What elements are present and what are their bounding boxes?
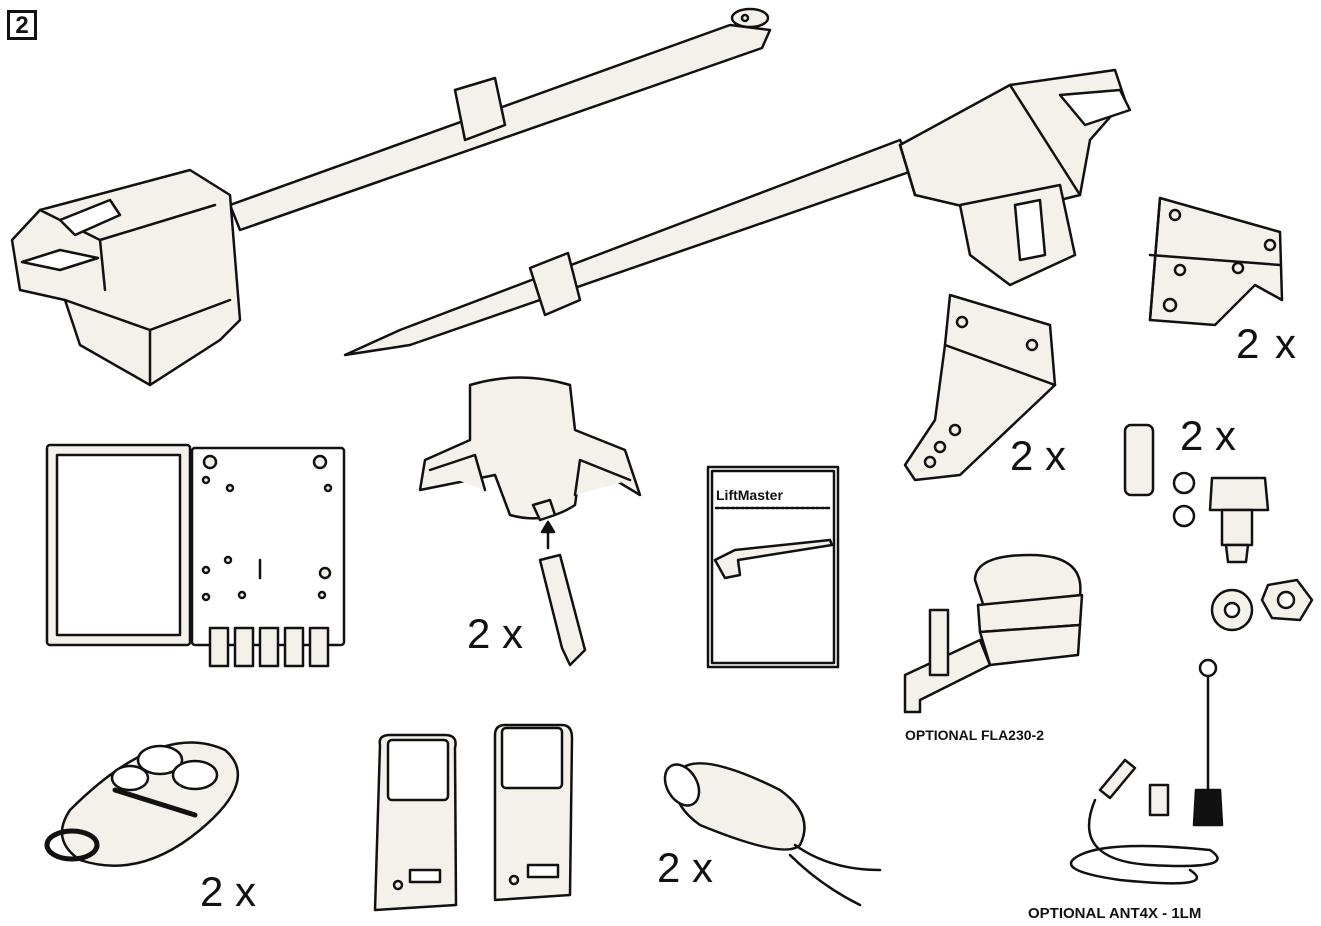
mounting-bracket-icon — [903, 293, 1057, 482]
control-box-icon — [45, 443, 346, 668]
qty-label-hardware: 2 x — [1180, 412, 1236, 459]
qty-label-mounting-bracket: 2 x — [1010, 432, 1066, 479]
warning-light-icon — [903, 553, 1084, 714]
photocell-icon — [373, 723, 574, 912]
qty-label-release-key: 2 x — [467, 610, 523, 657]
instruction-manual-icon: LiftMaster — [706, 465, 840, 669]
optional-antenna-label: OPTIONAL ANT4X - 1LM — [1028, 905, 1201, 922]
operator-arm-right-icon — [343, 68, 1132, 357]
operator-arm-left-icon — [10, 7, 772, 387]
qty-label-remote: 2 x — [200, 868, 256, 915]
figure-number: 2 — [7, 10, 37, 40]
post-bracket-icon — [1148, 196, 1284, 327]
remote-control-icon — [44, 741, 240, 867]
hardware-kit-icon — [1123, 423, 1314, 632]
qty-label-capacitor: 2 x — [657, 844, 713, 891]
optional-flash-label: OPTIONAL FLA230-2 — [905, 727, 1044, 743]
antenna-kit-icon — [1069, 658, 1224, 885]
release-key-icon — [418, 376, 642, 667]
manual-brand-text: LiftMaster — [716, 487, 783, 503]
capacitor-icon — [663, 762, 882, 907]
qty-label-post-bracket: 2 x — [1236, 320, 1298, 367]
